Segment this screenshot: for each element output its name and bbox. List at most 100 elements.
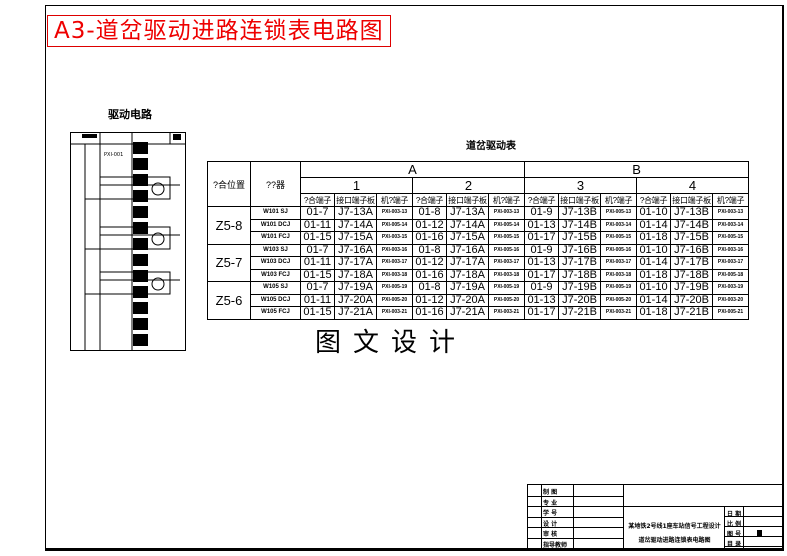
device-cell: W101 DCJ bbox=[250, 218, 301, 232]
table-cell: J7-18B bbox=[558, 268, 602, 282]
table-cell: 01-9 bbox=[524, 243, 560, 257]
device-cell: W105 DCJ bbox=[250, 293, 301, 307]
table-cell: 01-15 bbox=[300, 231, 335, 245]
table-cell: PXI-003-21 bbox=[376, 306, 413, 320]
table-cell: J7-20B bbox=[670, 293, 714, 307]
table-cell: PXI-003-18 bbox=[487, 268, 526, 282]
title-block-label: 学 号 bbox=[543, 510, 558, 517]
header-column: ?合端子 bbox=[300, 193, 335, 207]
table-cell: 01-16 bbox=[412, 306, 447, 320]
table-cell: PXI-005-15 bbox=[487, 231, 526, 245]
table-cell: PXI-003-14 bbox=[600, 218, 638, 232]
table-cell: PXI-005-21 bbox=[712, 306, 750, 320]
table-cell: PXI-005-20 bbox=[376, 293, 413, 307]
header-subgroup: 4 bbox=[636, 177, 750, 194]
table-cell: J7-19A bbox=[446, 281, 489, 295]
title-block: 制 图专 业学 号设 计审 核指导教师日 期比 例图 号目 录某地铁2号线1座车… bbox=[527, 484, 783, 549]
table-cell: PXI-005-20 bbox=[487, 293, 526, 307]
table-cell: J7-13A bbox=[334, 206, 377, 220]
header-column: 机?端子 bbox=[487, 193, 526, 207]
table-cell: PXI-005-19 bbox=[376, 281, 413, 295]
table-cell: J7-14B bbox=[670, 218, 714, 232]
table-cell: 01-10 bbox=[636, 243, 672, 257]
table-cell: J7-17A bbox=[446, 256, 489, 270]
table-cell: J7-18A bbox=[446, 268, 489, 282]
table-cell: J7-21B bbox=[670, 306, 714, 320]
title-block-label: 日 期 bbox=[727, 511, 742, 518]
table-cell: PXI-005-20 bbox=[600, 293, 638, 307]
table-cell: 01-11 bbox=[300, 256, 335, 270]
table-cell: 01-11 bbox=[300, 293, 335, 307]
table-cell: J7-14A bbox=[334, 218, 377, 232]
table-cell: J7-17B bbox=[558, 256, 602, 270]
table-cell: J7-13A bbox=[446, 206, 489, 220]
header-subgroup: 3 bbox=[524, 177, 638, 194]
position-cell: Z5-7 bbox=[207, 243, 251, 282]
table-cell: PXI-003-17 bbox=[376, 256, 413, 270]
header-column: 接口端子板 bbox=[558, 193, 602, 207]
table-cell: J7-19B bbox=[670, 281, 714, 295]
title-block-label: 设 计 bbox=[543, 520, 558, 528]
device-cell: W103 SJ bbox=[250, 243, 301, 257]
table-cell: J7-15B bbox=[558, 231, 602, 245]
table-cell: PXI-003-16 bbox=[712, 243, 750, 257]
table-cell: J7-14A bbox=[446, 218, 489, 232]
circuit-title: 驱动电路 bbox=[108, 108, 152, 121]
device-cell: W103 DCJ bbox=[250, 256, 301, 270]
table-cell: J7-15A bbox=[446, 231, 489, 245]
table-cell: 01-18 bbox=[636, 306, 672, 320]
table-cell: PXI-003-13 bbox=[487, 206, 526, 220]
table-cell: PXI-005-19 bbox=[600, 281, 638, 295]
table-cell: J7-13B bbox=[558, 206, 602, 220]
table-cell: J7-18B bbox=[670, 268, 714, 282]
table-cell: PXI-005-14 bbox=[487, 218, 526, 232]
header-column: ?合端子 bbox=[636, 193, 672, 207]
table-cell: J7-13B bbox=[670, 206, 714, 220]
table-cell: 01-7 bbox=[300, 243, 335, 257]
table-cell: 01-11 bbox=[300, 218, 335, 232]
table-cell: PXI-003-20 bbox=[712, 293, 750, 307]
title-block-label: 图 号 bbox=[727, 531, 742, 538]
title-block-label: 制 图 bbox=[543, 489, 558, 496]
table-cell: 01-15 bbox=[300, 306, 335, 320]
header-subgroup: 2 bbox=[411, 177, 526, 194]
table-cell: PXI-003-17 bbox=[600, 256, 638, 270]
table-cell: 01-14 bbox=[636, 218, 672, 232]
project-name: 某地铁2号线1座车站信号工程设计 bbox=[628, 523, 721, 530]
table-cell: 01-8 bbox=[412, 206, 447, 220]
table-cell: PXI-005-19 bbox=[487, 281, 526, 295]
header-device: ??器 bbox=[250, 161, 301, 207]
table-cell: J7-16B bbox=[558, 243, 602, 257]
table-cell: PXI-003-17 bbox=[712, 256, 750, 270]
header-column: 接口端子板 bbox=[334, 193, 377, 207]
table-cell: 01-16 bbox=[412, 268, 447, 282]
table-cell: 01-9 bbox=[524, 206, 560, 220]
table-cell: PXI-003-14 bbox=[712, 218, 750, 232]
table-cell: J7-16A bbox=[446, 243, 489, 257]
table-cell: 01-8 bbox=[412, 243, 447, 257]
table-cell: PXI-003-21 bbox=[487, 306, 526, 320]
table-cell: 01-7 bbox=[300, 206, 335, 220]
table-cell: 01-10 bbox=[636, 281, 672, 295]
drive-circuit-diagram: PXI-001 bbox=[70, 132, 186, 351]
table-cell: J7-15B bbox=[670, 231, 714, 245]
table-cell: PXI-005-14 bbox=[376, 218, 413, 232]
table-cell: J7-17B bbox=[670, 256, 714, 270]
table-cell: 01-13 bbox=[524, 293, 560, 307]
header-column: 机?端子 bbox=[712, 193, 750, 207]
table-cell: 01-7 bbox=[300, 281, 335, 295]
table-cell: 01-14 bbox=[636, 293, 672, 307]
table-cell: PXI-003-18 bbox=[600, 268, 638, 282]
table-cell: J7-19A bbox=[334, 281, 377, 295]
table-cell: J7-20A bbox=[446, 293, 489, 307]
table-cell: 01-12 bbox=[412, 256, 447, 270]
table-title: 道岔驱动表 bbox=[466, 141, 516, 152]
